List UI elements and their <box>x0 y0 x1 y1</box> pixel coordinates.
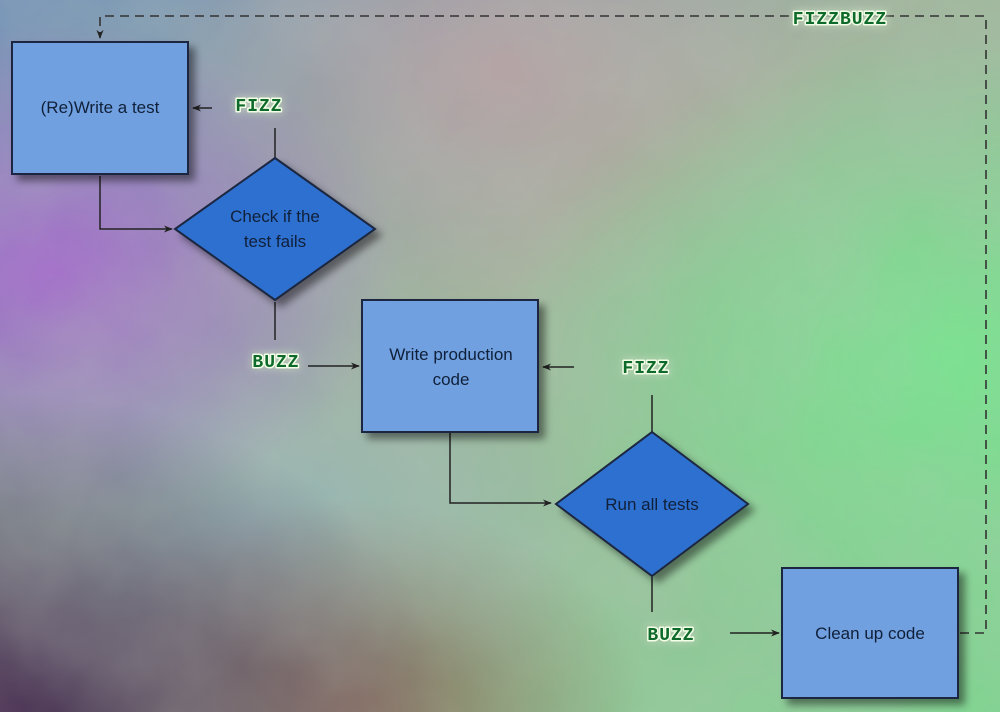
node-write-code: Write production code <box>361 299 539 433</box>
node-run-tests-label: Run all tests <box>605 495 699 514</box>
node-check-fails-label-1: Check if the <box>230 207 320 226</box>
node-write-test-label: (Re)Write a test <box>41 98 160 117</box>
node-clean-up-label: Clean up code <box>815 624 925 643</box>
node-clean-up: Clean up code <box>781 567 959 699</box>
node-write-code-label-2: code <box>433 370 470 389</box>
tag-buzz-2: BUZZ <box>647 626 694 646</box>
node-write-code-label-1: Write production <box>389 345 512 364</box>
fizzbuzz-loop <box>96 15 987 634</box>
node-run-tests: Run all tests <box>554 430 750 578</box>
arrow-test-to-check <box>99 176 173 233</box>
node-write-test: (Re)Write a test <box>11 41 189 175</box>
node-check-fails: Check if the test fails <box>173 156 377 302</box>
node-check-fails-label-2: test fails <box>244 232 306 251</box>
tag-fizz-1: FIZZ <box>235 97 282 117</box>
tag-fizz-2: FIZZ <box>622 359 669 379</box>
arrow-code-to-run <box>449 433 552 507</box>
tag-buzz-1: BUZZ <box>252 353 299 373</box>
tag-fizzbuzz: FIZZBUZZ <box>793 10 887 30</box>
connectors <box>99 104 780 637</box>
